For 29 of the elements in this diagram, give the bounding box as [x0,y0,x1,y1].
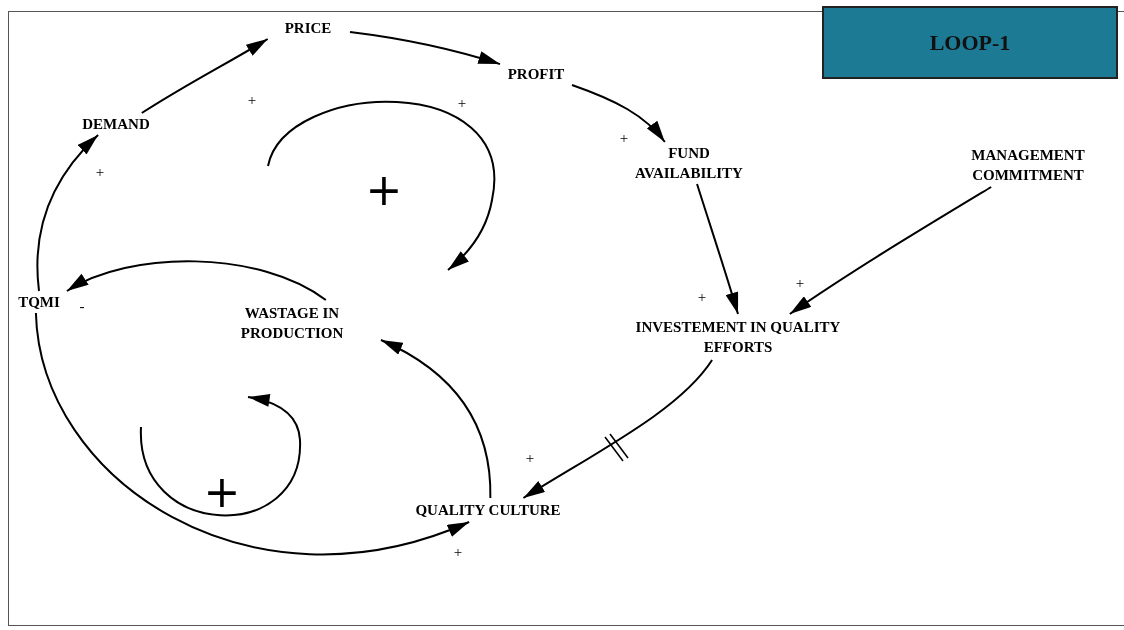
arrow [349,30,501,66]
arrow [380,339,492,499]
polarity-sign: + [795,275,805,291]
variable-label: PRICE [266,17,350,39]
title-banner: LOOP-1 [822,6,1118,79]
variable-label: MANAGEMENT COMMITMENT [936,143,1120,187]
polarity-sign: - [79,298,85,314]
polarity-sign: + [247,92,257,108]
arrow [522,359,714,499]
arrow [696,183,739,315]
polarity-sign: + [453,544,463,560]
arrow [65,260,327,301]
polarity-sign: + [457,95,467,111]
arrow [140,38,269,114]
variable-label: QUALITY CULTURE [370,498,606,522]
variable-label: INVESTEMENT IN QUALITY EFFORTS [630,314,846,360]
polarity-sign: + [525,450,535,466]
arrow [571,84,666,143]
loop-polarity-sign: + [365,168,403,212]
variable-label: TQMI [8,291,70,313]
loop-polarity-sign: + [203,470,241,514]
arrow [788,186,993,315]
variable-label: WASTAGE IN PRODUCTION [203,300,381,346]
arrow [36,134,100,292]
variable-label: PROFIT [496,63,576,85]
arrow [34,312,471,556]
polarity-sign: + [697,289,707,305]
polarity-sign: + [95,164,105,180]
variable-label: DEMAND [60,113,172,135]
